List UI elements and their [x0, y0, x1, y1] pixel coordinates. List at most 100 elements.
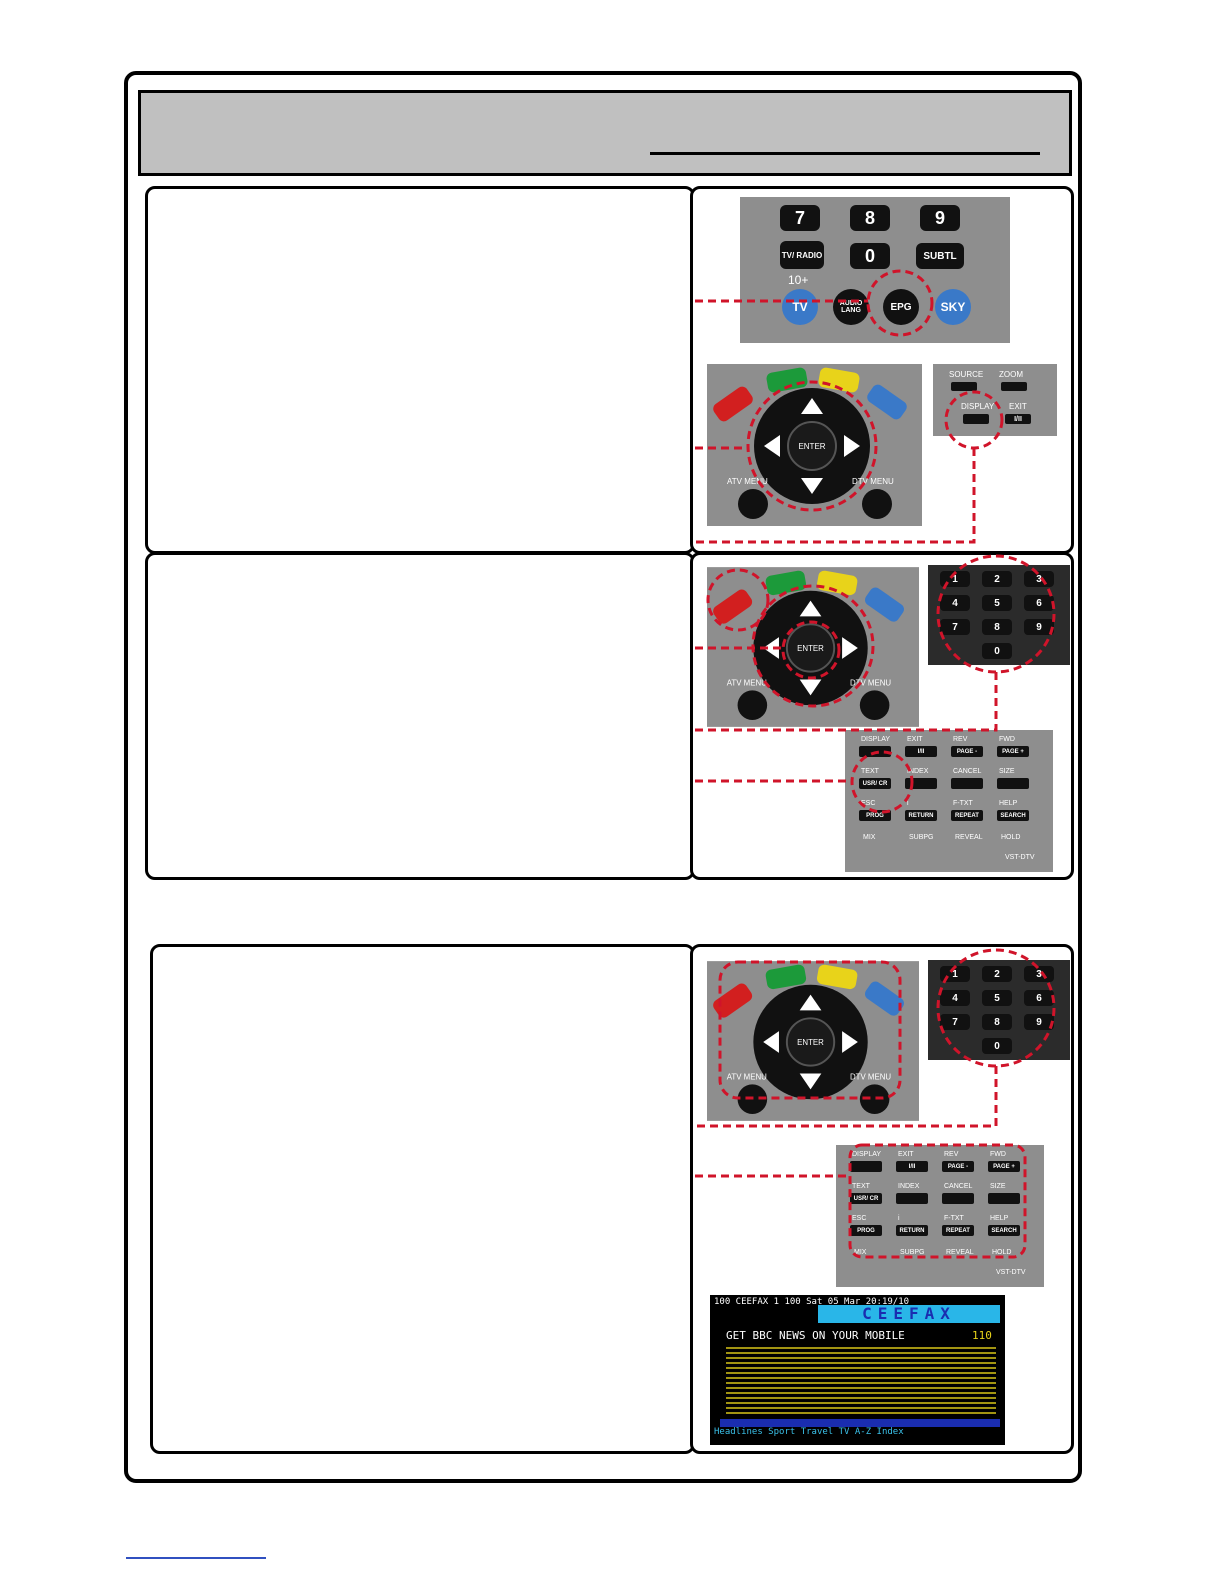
key-9[interactable]: 9 [920, 205, 960, 231]
key-8[interactable]: 8 [850, 205, 890, 231]
keypad-key-8[interactable]: 8 [982, 619, 1012, 635]
function-label: ESC [861, 800, 875, 807]
model-label: VST-DTV [1005, 854, 1035, 861]
function-label: SIZE [999, 768, 1015, 775]
function-key[interactable]: USR/ CR [850, 1193, 882, 1204]
function-label: DISPLAY [861, 736, 890, 743]
function-key[interactable]: PAGE + [997, 746, 1029, 757]
keypad-key-8[interactable]: 8 [982, 1014, 1012, 1030]
keypad-key-3[interactable]: 3 [1024, 966, 1054, 982]
function-label: FWD [990, 1151, 1006, 1158]
function-key[interactable]: SEARCH [988, 1225, 1020, 1236]
zoom-label: ZOOM [999, 370, 1023, 379]
display-label: DISPLAY [961, 402, 994, 411]
key-7[interactable]: 7 [780, 205, 820, 231]
function-key[interactable] [850, 1161, 882, 1172]
keypad-key-5[interactable]: 5 [982, 990, 1012, 1006]
function-key[interactable] [997, 778, 1029, 789]
function-label: REVEAL [946, 1249, 974, 1256]
keypad-key-0[interactable]: 0 [982, 1038, 1012, 1054]
keypad-key-2[interactable]: 2 [982, 966, 1012, 982]
teletext-logo: CEEFAX [818, 1305, 1000, 1323]
nav-pad-2: ENTER ATV MENU DTV MENU [707, 566, 919, 728]
function-label: CANCEL [953, 768, 981, 775]
function-label: REV [944, 1151, 958, 1158]
function-label: ESC [852, 1215, 866, 1222]
function-key[interactable]: PROG [850, 1225, 882, 1236]
ten-plus-label: 10+ [788, 273, 808, 287]
keypad-key-5[interactable]: 5 [982, 595, 1012, 611]
keypad-key-3[interactable]: 3 [1024, 571, 1054, 587]
keypad-key-4[interactable]: 4 [940, 990, 970, 1006]
keypad-key-6[interactable]: 6 [1024, 990, 1054, 1006]
atv-menu-button[interactable] [738, 1084, 768, 1114]
function-key[interactable]: PAGE - [942, 1161, 974, 1172]
function-label: FWD [999, 736, 1015, 743]
function-key[interactable]: PROG [859, 810, 891, 821]
function-key[interactable]: REPEAT [942, 1225, 974, 1236]
function-label: EXIT [907, 736, 923, 743]
keypad-key-1[interactable]: 1 [940, 966, 970, 982]
function-key[interactable]: USR/ CR [859, 778, 891, 789]
function-key[interactable]: PAGE - [951, 746, 983, 757]
subtitle-button[interactable]: SUBTL [916, 243, 964, 269]
dtv-menu-button[interactable] [860, 1084, 890, 1114]
tv-radio-button[interactable]: TV/ RADIO [780, 241, 824, 269]
function-label: EXIT [898, 1151, 914, 1158]
enter-label: ENTER [797, 644, 824, 653]
atv-menu-button[interactable] [738, 690, 768, 720]
function-label: REV [953, 736, 967, 743]
function-label: MIX [863, 834, 875, 841]
sky-button[interactable]: SKY [935, 289, 971, 325]
keypad-key-7[interactable]: 7 [940, 1014, 970, 1030]
audio-lang-button[interactable]: AUDIO LANG [833, 289, 869, 325]
function-key[interactable]: I/II [905, 746, 937, 757]
atv-menu-button[interactable] [738, 489, 768, 519]
dtv-menu-button[interactable] [860, 690, 890, 720]
function-label: SUBPG [909, 834, 934, 841]
tv-button[interactable]: TV [782, 289, 818, 325]
dtv-menu-label: DTV MENU [850, 1072, 891, 1081]
keypad-key-6[interactable]: 6 [1024, 595, 1054, 611]
instruction-panel-1 [145, 186, 695, 554]
function-key[interactable]: SEARCH [997, 810, 1029, 821]
exit-button[interactable]: I/II [1005, 414, 1031, 424]
function-label: CANCEL [944, 1183, 972, 1190]
function-key[interactable] [942, 1193, 974, 1204]
footer-link[interactable] [126, 1557, 266, 1559]
function-key[interactable] [859, 746, 891, 757]
function-label: INDEX [898, 1183, 919, 1190]
keypad-key-0[interactable]: 0 [982, 643, 1012, 659]
function-label: MIX [854, 1249, 866, 1256]
keypad-key-7[interactable]: 7 [940, 619, 970, 635]
source-button[interactable] [951, 382, 977, 391]
function-key[interactable]: RETURN [905, 810, 937, 821]
zoom-button[interactable] [1001, 382, 1027, 391]
dtv-menu-button[interactable] [862, 489, 892, 519]
atv-menu-label: ATV MENU [727, 1072, 767, 1081]
display-button[interactable] [963, 414, 989, 424]
nav-pad-3: ENTER ATV MENU DTV MENU [707, 960, 919, 1122]
epg-button[interactable]: EPG [883, 289, 919, 325]
keypad-key-1[interactable]: 1 [940, 571, 970, 587]
function-key[interactable] [988, 1193, 1020, 1204]
instruction-panel-3 [150, 944, 695, 1454]
function-key[interactable]: I/II [896, 1161, 928, 1172]
atv-menu-label: ATV MENU [727, 678, 767, 687]
teletext-bar [720, 1419, 1000, 1427]
function-key[interactable]: PAGE + [988, 1161, 1020, 1172]
function-label: HELP [999, 800, 1017, 807]
keypad-key-2[interactable]: 2 [982, 571, 1012, 587]
function-label: F-TXT [953, 800, 973, 807]
function-key[interactable]: RETURN [896, 1225, 928, 1236]
function-label: TEXT [852, 1183, 870, 1190]
keypad-key-4[interactable]: 4 [940, 595, 970, 611]
keypad-key-9[interactable]: 9 [1024, 619, 1054, 635]
key-0[interactable]: 0 [850, 243, 890, 269]
function-key[interactable] [905, 778, 937, 789]
function-key[interactable]: REPEAT [951, 810, 983, 821]
function-key[interactable] [896, 1193, 928, 1204]
function-key[interactable] [951, 778, 983, 789]
atv-menu-label: ATV MENU [727, 477, 768, 486]
keypad-key-9[interactable]: 9 [1024, 1014, 1054, 1030]
